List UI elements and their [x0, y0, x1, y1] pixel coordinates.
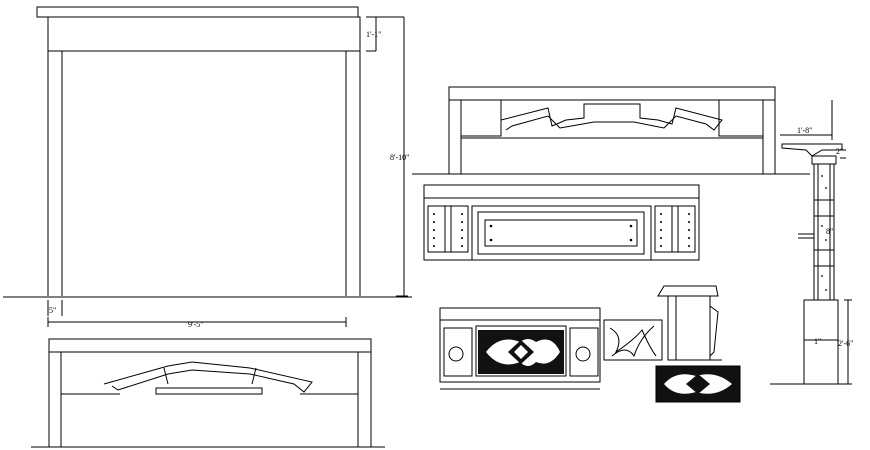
dim-5: 5": [49, 306, 56, 315]
center-elevation: [423, 184, 700, 261]
dim-2-6: 2'-6": [838, 339, 853, 348]
side-chair-view: [657, 285, 722, 367]
dim-8: 8": [826, 227, 833, 236]
lower-ornament-panel: [655, 365, 741, 403]
center-elevation-hatch: [433, 213, 690, 247]
dim-2: 2": [836, 147, 843, 156]
lower-center-ornament: [478, 330, 564, 374]
top-center-section: [412, 86, 810, 175]
dim-9-5: 9'-5": [188, 320, 203, 329]
patterned-tile: [603, 319, 663, 361]
right-column-hatch: [821, 175, 827, 291]
right-column-section: [770, 100, 852, 385]
center-elevation-stiles: [444, 206, 679, 252]
dim-1-8: 1'-8": [797, 126, 812, 135]
lower-center-panel: [439, 307, 601, 390]
front-elevation: [3, 6, 412, 327]
dim-1-1: 1'-1": [366, 30, 381, 39]
dim-1: 1": [814, 337, 821, 346]
dim-8-10: 8'-10": [390, 153, 409, 162]
lower-left-section: [31, 338, 385, 448]
